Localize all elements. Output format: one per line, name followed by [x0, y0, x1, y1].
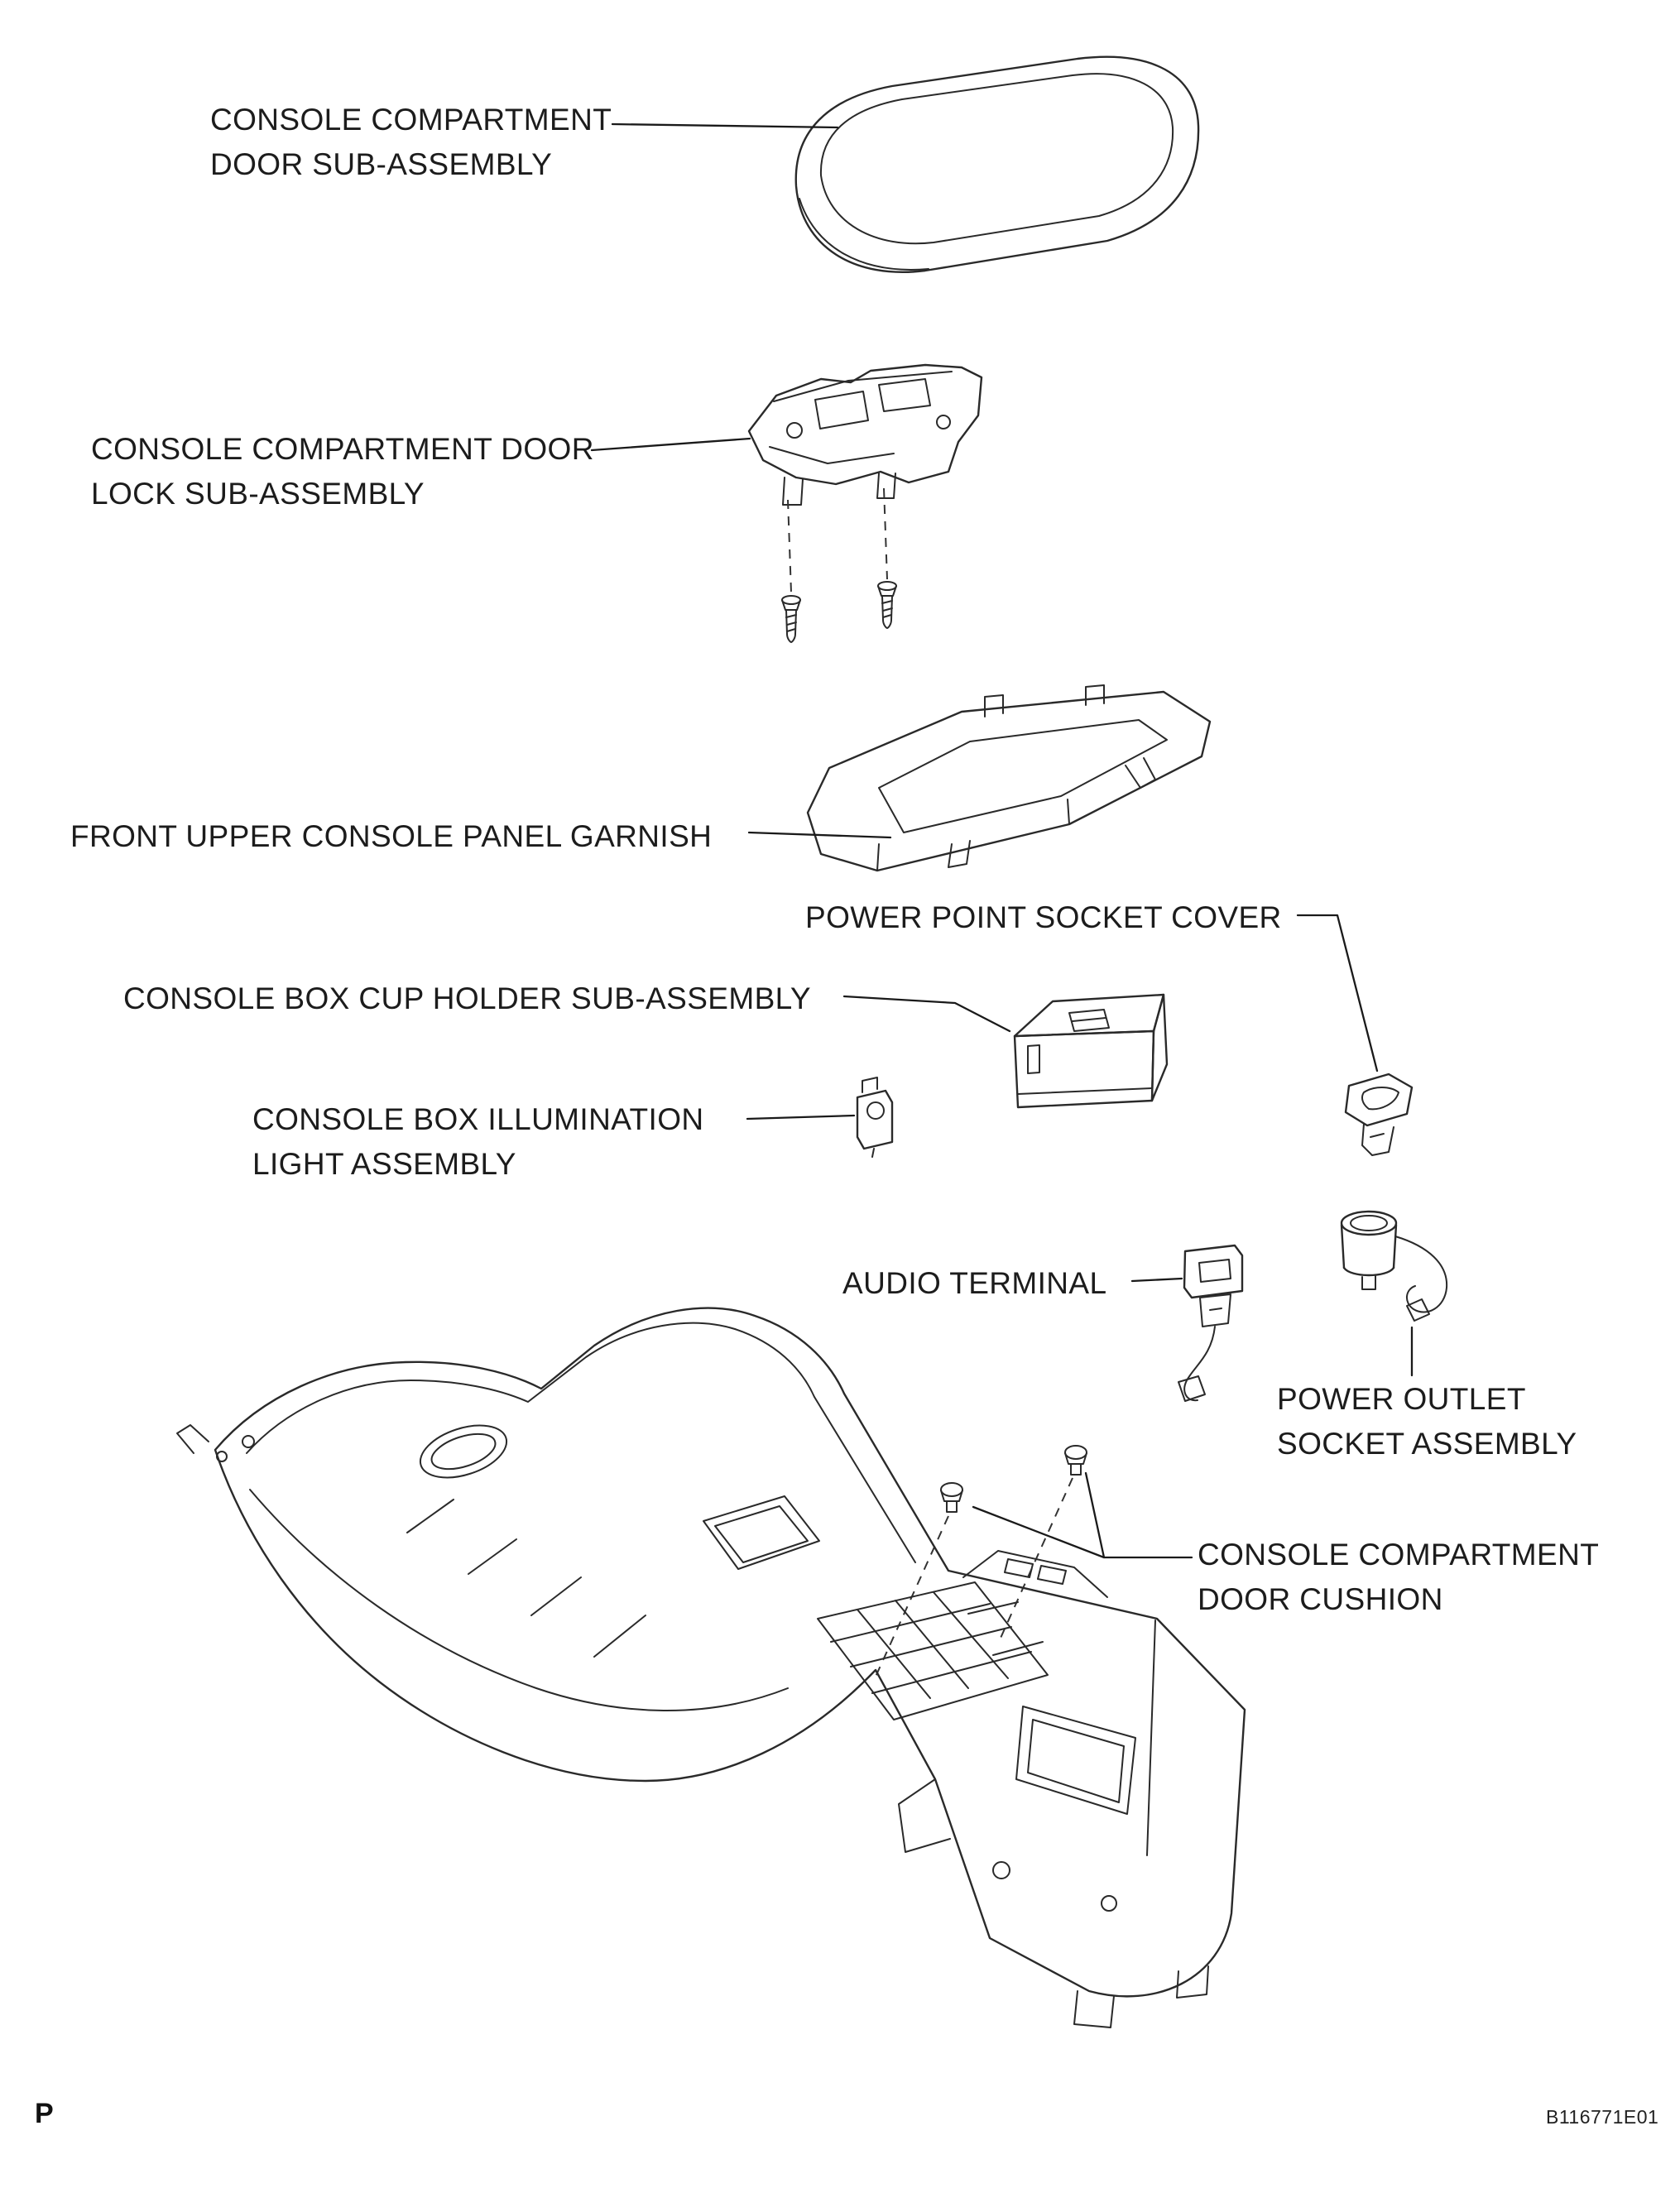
part-label-power-point-socket-cover: POWER POINT SOCKET COVER: [805, 900, 1282, 934]
screw-icon: [781, 595, 801, 643]
part-label-audio-terminal: AUDIO TERMINAL: [842, 1266, 1107, 1300]
part-label-power-outlet-socket-assembly: POWER OUTLET SOCKET ASSEMBLY: [1277, 1382, 1577, 1461]
leader-lines: [590, 122, 1414, 1559]
page-marker: P: [35, 2098, 54, 2129]
part-door-lock-sub-assembly-drawing: [747, 363, 983, 506]
part-audio-terminal-drawing: [1178, 1244, 1244, 1402]
cushion-pin-icon: [940, 1482, 963, 1513]
part-label-console-compartment-door-cushion: CONSOLE COMPARTMENT DOOR CUSHION: [1198, 1538, 1600, 1616]
figure-code: B116771E01: [1546, 2106, 1659, 2128]
part-illumination-light-drawing: [856, 1077, 894, 1158]
part-power-point-socket-cover-drawing: [1344, 1073, 1414, 1156]
part-label-front-upper-console-panel-garnish: FRONT UPPER CONSOLE PANEL GARNISH: [70, 819, 713, 853]
part-label-console-compartment-door-sub-assembly: CONSOLE COMPARTMENT DOOR SUB-ASSEMBLY: [210, 103, 612, 181]
part-console-compartment-door-drawing: [794, 55, 1200, 273]
part-label-console-compartment-door-lock-sub-assembly: CONSOLE COMPARTMENT DOOR LOCK SUB-ASSEMB…: [91, 432, 594, 511]
part-panel-garnish-drawing: [806, 684, 1212, 872]
part-door-cushions-drawing: [875, 1445, 1087, 1677]
part-power-outlet-socket-drawing: [1340, 1210, 1448, 1322]
part-console-body-drawing: [176, 1307, 1246, 2028]
part-label-console-box-cup-holder-sub-assembly: CONSOLE BOX CUP HOLDER SUB-ASSEMBLY: [123, 981, 811, 1015]
screw-icon: [877, 581, 897, 629]
part-cup-holder-drawing: [1013, 993, 1169, 1109]
lock-screws-drawing: [781, 487, 897, 643]
cushion-pin-icon: [1064, 1445, 1087, 1476]
part-label-console-box-illumination-light-assembly: CONSOLE BOX ILLUMINATION LIGHT ASSEMBLY: [252, 1102, 704, 1181]
